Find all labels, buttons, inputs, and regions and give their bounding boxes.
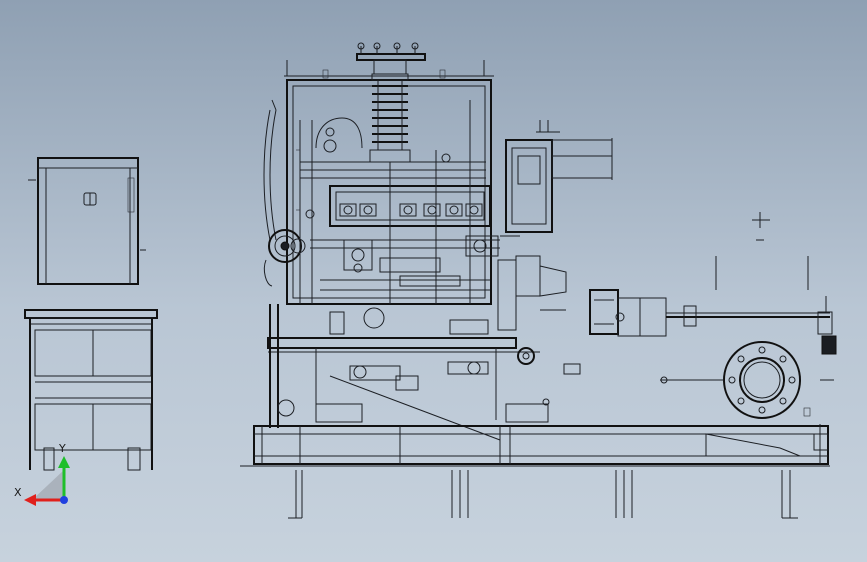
triad-plane-icon (32, 470, 64, 500)
bellows (369, 73, 411, 163)
left-gear (268, 229, 306, 263)
y-axis-label: Y (58, 442, 66, 455)
x-axis-label: X (14, 486, 22, 499)
shaft-extension (589, 212, 837, 419)
coordinate-triad: X Y (14, 442, 70, 506)
side-view-assembly (24, 157, 158, 471)
main-machine-assembly (240, 42, 830, 519)
large-flange (660, 341, 834, 419)
z-axis-dot-icon (60, 496, 68, 504)
drive-motor (500, 120, 613, 237)
